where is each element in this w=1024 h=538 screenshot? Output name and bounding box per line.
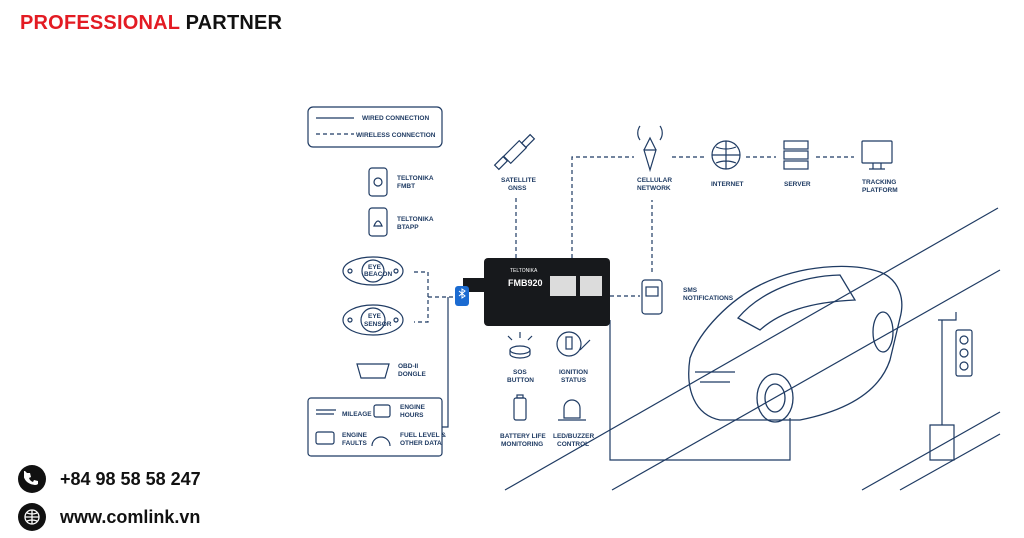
led-buzzer-icon <box>558 399 586 421</box>
traffic-light-illustration <box>929 312 973 461</box>
cellular-label-1: CELLULAR <box>637 177 672 184</box>
eye-sensor-icon <box>342 304 404 336</box>
server-icon <box>783 140 809 170</box>
obd-dongle-icon <box>356 363 390 379</box>
sos-label-1: SOS <box>513 369 527 376</box>
ignition-key-icon <box>556 331 591 357</box>
ignition-label-2: STATUS <box>561 377 587 384</box>
satellite-label-1: SATELLITE <box>501 177 537 184</box>
server-label: SERVER <box>784 181 811 188</box>
obd-label-2: DONGLE <box>398 371 426 378</box>
fuel-label-2: OTHER DATA <box>400 440 442 447</box>
obd-label-1: OBD-II <box>398 363 418 370</box>
car-illustration <box>688 265 903 423</box>
engine-faults-label-2: FAULTS <box>342 440 367 447</box>
satellite-label-2: GNSS <box>508 185 527 192</box>
battery-label-1: BATTERY LIFE <box>500 433 546 440</box>
obd-link <box>442 297 449 428</box>
sensor-link <box>414 271 458 323</box>
legend-box <box>307 106 443 148</box>
tracking-label-1: TRACKING <box>862 179 896 186</box>
eye-beacon-label-1: EYE <box>368 264 382 271</box>
phone-fmbt-icon <box>368 167 388 197</box>
led-label-2: CONTROL <box>557 441 589 448</box>
phone-icon <box>18 465 46 493</box>
cellular-label-2: NETWORK <box>637 185 671 192</box>
sms-phone-icon <box>641 279 663 315</box>
car-wire <box>609 320 791 461</box>
btapp-label-2: BTAPP <box>397 224 419 231</box>
engine-faults-icon <box>315 431 335 445</box>
battery-icon <box>513 394 527 421</box>
device-model: FMB920 <box>508 278 543 288</box>
bluetooth-icon <box>455 286 469 306</box>
device-brand: TELTONIKA <box>510 268 538 274</box>
fmbt-label-2: FMBT <box>397 183 415 190</box>
eye-beacon-label-2: BEACON <box>364 271 392 278</box>
website-link[interactable]: www.comlink.vn <box>60 506 201 527</box>
sos-button-icon <box>507 332 533 359</box>
led-label-1: LED/BUZZER <box>553 433 594 440</box>
website-contact[interactable]: www.comlink.vn <box>18 503 200 531</box>
fmbt-label-1: TELTONIKA <box>397 175 434 182</box>
eye-beacon-icon <box>342 256 404 286</box>
satellite-icon <box>493 133 536 171</box>
engine-hours-label-2: HOURS <box>400 412 424 419</box>
phone-number[interactable]: +84 98 58 58 247 <box>60 468 201 489</box>
sms-label-2: NOTIFICATIONS <box>683 295 734 302</box>
phone-btapp-icon <box>368 207 388 237</box>
engine-hours-label-1: ENGINE <box>400 404 426 411</box>
ignition-label-1: IGNITION <box>559 369 588 376</box>
cell-link <box>571 156 634 258</box>
mileage-label: MILEAGE <box>342 411 372 418</box>
internet-label: INTERNET <box>711 181 744 188</box>
eye-sensor-label-2: SENSOR <box>364 321 392 328</box>
engine-faults-label-1: ENGINE <box>342 432 368 439</box>
fuel-gauge-icon <box>371 436 391 447</box>
tracking-label-2: PLATFORM <box>862 187 898 194</box>
phone-contact[interactable]: +84 98 58 58 247 <box>18 465 201 493</box>
globe-icon <box>18 503 46 531</box>
page-header: PROFESSIONAL PARTNER <box>20 12 282 35</box>
sos-label-2: BUTTON <box>507 377 534 384</box>
fuel-label-1: FUEL LEVEL & <box>400 432 446 439</box>
battery-label-2: MONITORING <box>501 441 543 448</box>
eye-sensor-label-1: EYE <box>368 313 382 320</box>
tracking-monitor-icon <box>861 140 893 170</box>
btapp-label-1: TELTONIKA <box>397 216 434 223</box>
legend-wired-label: WIRED CONNECTION <box>362 115 429 122</box>
engine-hours-icon <box>373 404 391 418</box>
legend-wireless-label: WIRELESS CONNECTION <box>356 132 436 139</box>
sms-label-1: SMS <box>683 287 698 294</box>
header-professional: PROFESSIONAL <box>20 12 180 34</box>
cellular-tower-icon <box>637 125 663 173</box>
header-partner: PARTNER <box>185 12 283 34</box>
fmb920-device: TELTONIKA FMB920 <box>463 258 610 326</box>
